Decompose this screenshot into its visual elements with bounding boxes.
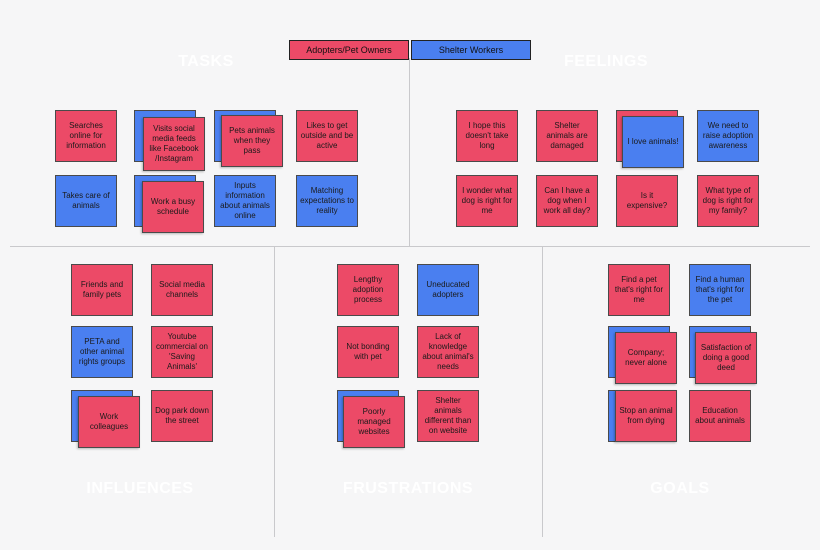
horizontal-divider: [10, 246, 810, 247]
note-wonder-dog: I wonder what dog is right for me: [456, 175, 518, 227]
section-title-tasks: TASKS: [178, 53, 234, 70]
vertical-divider-right: [542, 247, 543, 537]
note-find-human: Find a human that's right for the pet: [689, 264, 751, 316]
note-company: Company; never alone: [615, 332, 677, 384]
note-inputs-information: Inputs information about animals online: [214, 175, 276, 227]
note-peta-groups: PETA and other animal rights groups: [71, 326, 133, 378]
note-lengthy-process: Lengthy adoption process: [337, 264, 399, 316]
note-uneducated-adopters: Uneducated adopters: [417, 264, 479, 316]
note-takes-care: Takes care of animals: [55, 175, 117, 227]
note-matching-expectations: Matching expectations to reality: [296, 175, 358, 227]
note-work-colleagues: Work colleagues: [78, 396, 140, 448]
note-not-bonding: Not bonding with pet: [337, 326, 399, 378]
legend-shelter-workers: Shelter Workers: [411, 40, 531, 60]
note-dog-work-all-day: Can I have a dog when I work all day?: [536, 175, 598, 227]
section-title-feelings: FEELINGS: [563, 53, 648, 70]
note-youtube-commercial: Youtube commercial on 'Saving Animals': [151, 326, 213, 378]
note-satisfaction: Satisfaction of doing a good deed: [695, 332, 757, 384]
note-poorly-managed: Poorly managed websites: [343, 396, 405, 448]
note-shelter-damaged: Shelter animals are damaged: [536, 110, 598, 162]
note-searches-online: Searches online for information: [55, 110, 117, 162]
note-stop-dying: Stop an animal from dying: [615, 390, 677, 442]
note-lack-knowledge: Lack of knowledge about animal's needs: [417, 326, 479, 378]
section-title-goals: GOALS: [650, 480, 710, 497]
note-raise-awareness: We need to raise adoption awareness: [697, 110, 759, 162]
note-love-animals: I love animals!: [622, 116, 684, 168]
note-find-pet: Find a pet that's right for me: [608, 264, 670, 316]
vertical-divider-top: [409, 58, 410, 246]
note-dog-park: Dog park down the street: [151, 390, 213, 442]
note-likes-outside: Likes to get outside and be active: [296, 110, 358, 162]
section-title-frustrations: FRUSTRATIONS: [342, 480, 474, 497]
note-hope-quick: I hope this doesn't take long: [456, 110, 518, 162]
note-work-busy-schedule: Work a busy schedule: [142, 181, 204, 233]
note-visits-social-media: Visits social media feeds like Facebook …: [143, 117, 205, 171]
vertical-divider-left: [274, 247, 275, 537]
note-friends-family: Friends and family pets: [71, 264, 133, 316]
note-animals-different: Shelter animals different than on websit…: [417, 390, 479, 442]
note-education: Education about animals: [689, 390, 751, 442]
section-title-influences: INFLUENCES: [86, 480, 194, 497]
note-what-type-dog: What type of dog is right for my family?: [697, 175, 759, 227]
note-social-channels: Social media channels: [151, 264, 213, 316]
note-pets-animals: Pets animals when they pass: [221, 115, 283, 167]
legend-adopters: Adopters/Pet Owners: [289, 40, 409, 60]
note-is-it-expensive: Is it expensive?: [616, 175, 678, 227]
